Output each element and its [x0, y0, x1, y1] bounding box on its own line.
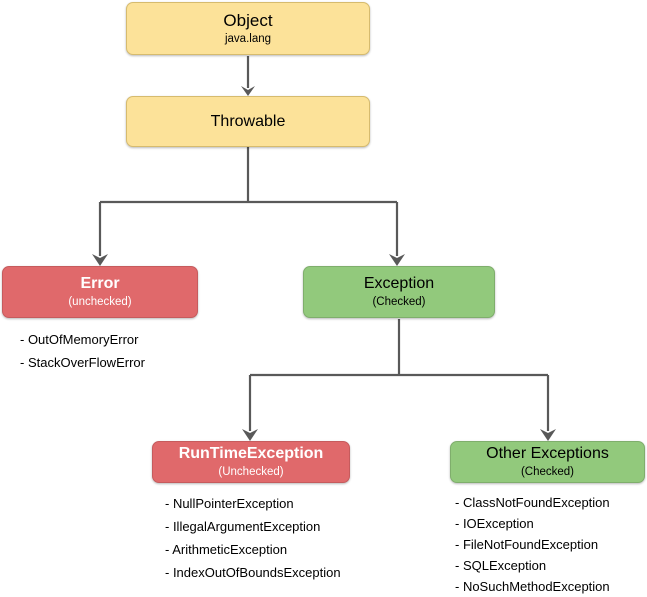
edge-exception-split [242, 319, 556, 441]
node-other-exceptions-title: Other Exceptions [486, 445, 609, 462]
node-throwable-title: Throwable [210, 112, 286, 130]
node-runtime-exception[interactable]: RunTimeException (Unchecked) [152, 441, 350, 483]
list-item: - IllegalArgumentException [165, 519, 321, 534]
node-error-title: Error [80, 275, 120, 292]
list-item: - ArithmeticException [165, 542, 288, 557]
node-exception[interactable]: Exception (Checked) [303, 266, 495, 318]
node-other-exceptions[interactable]: Other Exceptions (Checked) [450, 441, 645, 483]
node-object[interactable]: Object java.lang [126, 2, 370, 55]
node-object-subtitle: java.lang [224, 32, 272, 45]
node-exception-title: Exception [363, 275, 435, 292]
node-error-subtitle: (unchecked) [68, 296, 132, 308]
list-item: - StackOverFlowError [20, 355, 145, 370]
node-runtime-exception-title: RunTimeException [178, 445, 324, 462]
node-throwable[interactable]: Throwable [126, 96, 370, 147]
list-item: - FileNotFoundException [455, 537, 599, 552]
list-item: - IOException [455, 516, 534, 531]
list-item: - OutOfMemoryError [20, 332, 139, 347]
list-item: - IndexOutOfBoundsException [165, 565, 341, 580]
other-exceptions-subclass-list: - ClassNotFoundException - IOException -… [455, 492, 610, 597]
list-item: - SQLException [455, 558, 547, 573]
node-object-title: Object [223, 10, 273, 30]
node-exception-subtitle: (Checked) [372, 296, 426, 308]
node-other-exceptions-subtitle: (Checked) [520, 466, 575, 478]
list-item: - NullPointerException [165, 496, 294, 511]
list-item: - NoSuchMethodException [455, 579, 610, 594]
node-runtime-exception-subtitle: (Unchecked) [218, 466, 284, 478]
edge-object-to-throwable [241, 56, 255, 96]
list-item: - ClassNotFoundException [455, 495, 610, 510]
runtime-exception-subclass-list: - NullPointerException - IllegalArgument… [165, 492, 341, 584]
edge-throwable-split [92, 147, 405, 266]
error-subclass-list: - OutOfMemoryError - StackOverFlowError [20, 328, 145, 374]
node-error[interactable]: Error (unchecked) [2, 266, 198, 318]
